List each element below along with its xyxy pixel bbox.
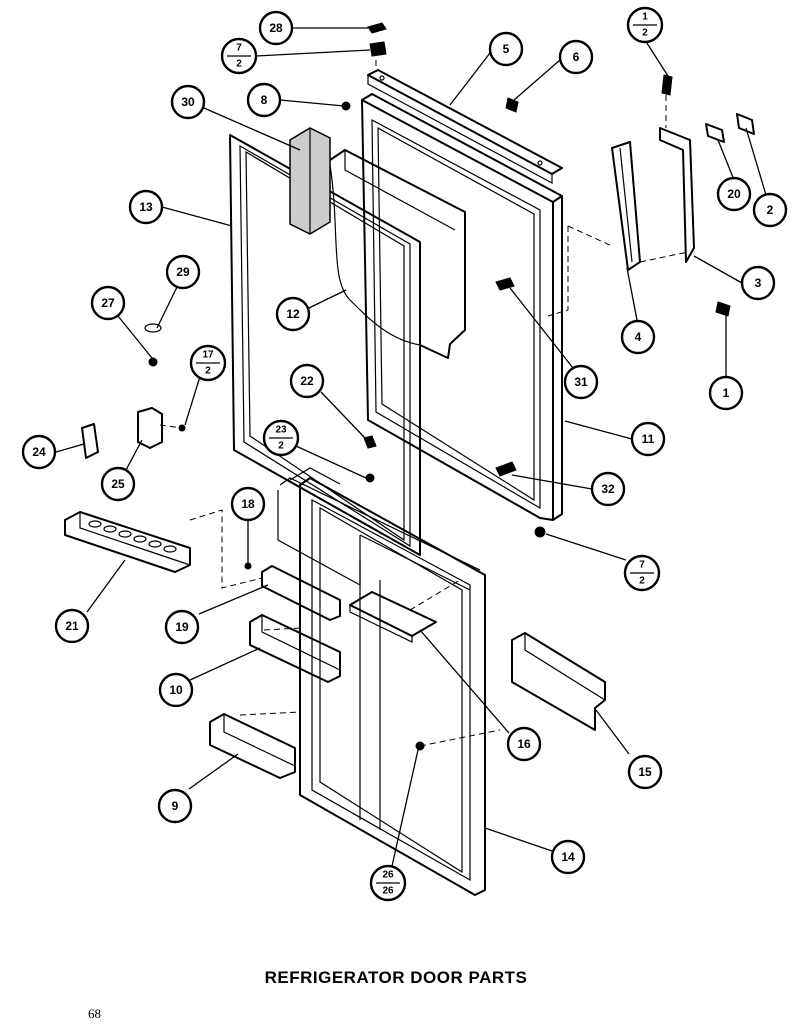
callout-20: 20	[716, 176, 752, 212]
lower-hinge	[81, 407, 163, 459]
svg-text:14: 14	[561, 850, 575, 864]
callout-11: 11	[630, 421, 666, 457]
callouts: 28 72 8 30 5 6 12 20 2 13 3 29 27 12 4 3…	[21, 6, 788, 902]
diagram-title: REFRIGERATOR DOOR PARTS	[265, 968, 528, 987]
hinge-assembly	[611, 127, 695, 271]
svg-text:1: 1	[642, 12, 648, 23]
svg-text:11: 11	[642, 432, 655, 446]
fasteners	[144, 22, 731, 751]
callout-29: 29	[165, 254, 201, 290]
freezer-door-panel	[361, 93, 563, 521]
svg-text:1: 1	[723, 386, 730, 400]
callout-21: 21	[54, 608, 90, 644]
egg-tray	[64, 511, 191, 573]
small-shelf	[349, 591, 437, 643]
svg-text:24: 24	[32, 445, 46, 459]
part-drawings	[64, 22, 755, 896]
dairy-compartment	[277, 477, 481, 830]
svg-text:2: 2	[278, 441, 284, 452]
svg-text:19: 19	[175, 620, 189, 634]
callout-14: 14	[550, 839, 586, 875]
callout-7-2-top: 72	[220, 37, 258, 75]
svg-text:8: 8	[261, 93, 268, 107]
door-bin-lower	[209, 713, 296, 779]
page-number: 68	[88, 1006, 101, 1021]
svg-text:13: 13	[139, 200, 153, 214]
leader-lines	[55, 27, 767, 867]
svg-text:18: 18	[241, 497, 255, 511]
callout-5: 5	[488, 31, 524, 67]
callout-16: 16	[506, 726, 542, 762]
callout-1-2: 12	[626, 6, 664, 44]
shelf-rail	[261, 565, 341, 621]
foam-block	[289, 127, 331, 235]
callout-28: 28	[258, 10, 294, 46]
assembly-lines	[159, 60, 689, 747]
svg-text:9: 9	[172, 799, 179, 813]
door-bin-upper	[249, 614, 341, 683]
svg-text:12: 12	[286, 307, 300, 321]
svg-text:16: 16	[517, 737, 531, 751]
callout-30: 30	[170, 84, 206, 120]
svg-text:23: 23	[275, 425, 287, 436]
callout-13: 13	[128, 189, 164, 225]
svg-text:22: 22	[300, 374, 314, 388]
callout-12: 12	[275, 296, 311, 332]
callout-24: 24	[21, 434, 57, 470]
svg-text:26: 26	[382, 870, 394, 881]
svg-text:25: 25	[111, 477, 125, 491]
svg-text:30: 30	[181, 95, 195, 109]
svg-text:29: 29	[176, 265, 190, 279]
callout-1: 1	[708, 375, 744, 411]
svg-text:5: 5	[503, 42, 510, 56]
callout-4: 4	[620, 319, 656, 355]
svg-text:4: 4	[635, 330, 642, 344]
svg-text:20: 20	[727, 187, 741, 201]
svg-text:27: 27	[101, 296, 115, 310]
svg-text:21: 21	[65, 619, 79, 633]
callout-8: 8	[246, 82, 282, 118]
svg-text:2: 2	[639, 576, 645, 587]
callout-3: 3	[740, 265, 776, 301]
door-gasket	[229, 134, 421, 556]
callout-32: 32	[590, 471, 626, 507]
callout-22: 22	[289, 363, 325, 399]
callout-9: 9	[157, 788, 193, 824]
svg-text:32: 32	[601, 482, 615, 496]
callout-19: 19	[164, 609, 200, 645]
svg-text:15: 15	[638, 765, 652, 779]
callout-18: 18	[230, 486, 266, 522]
svg-text:17: 17	[202, 350, 214, 361]
callout-2: 2	[752, 192, 788, 228]
svg-text:26: 26	[382, 886, 394, 897]
svg-text:2: 2	[205, 366, 211, 377]
callout-27: 27	[90, 285, 126, 321]
door-bracket	[511, 632, 606, 731]
svg-text:31: 31	[574, 375, 588, 389]
svg-text:6: 6	[573, 50, 580, 64]
svg-text:2: 2	[236, 59, 242, 70]
callout-23-2: 232	[262, 419, 300, 457]
svg-text:10: 10	[169, 683, 183, 697]
hinge-covers	[705, 113, 755, 143]
svg-text:7: 7	[639, 560, 645, 571]
callout-10: 10	[158, 672, 194, 708]
callout-25: 25	[100, 466, 136, 502]
door-liner	[329, 149, 466, 359]
callout-7-2-bottom: 72	[623, 554, 661, 592]
top-cap-bar	[367, 69, 563, 185]
callout-15: 15	[627, 754, 663, 790]
svg-text:3: 3	[755, 276, 762, 290]
svg-text:7: 7	[236, 43, 242, 54]
svg-text:2: 2	[642, 28, 648, 39]
svg-text:2: 2	[767, 203, 774, 217]
callout-6: 6	[558, 39, 594, 75]
callout-17-2: 172	[189, 344, 227, 382]
callout-31: 31	[563, 364, 599, 400]
svg-text:28: 28	[269, 21, 283, 35]
